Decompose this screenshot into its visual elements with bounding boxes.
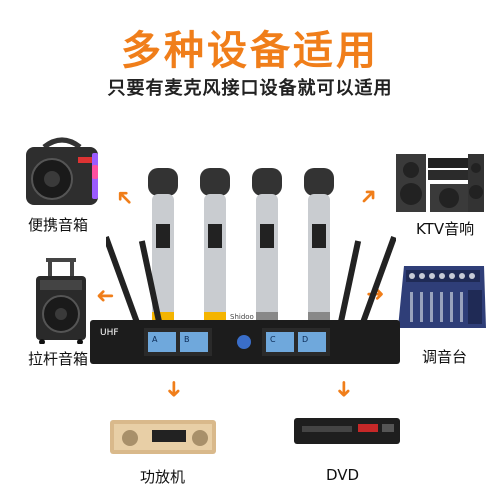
label-mixer: 调音台: [422, 348, 468, 366]
page-title: 多种设备适用: [121, 28, 379, 74]
dvd-player-image: [292, 410, 402, 450]
amplifier-image: [108, 414, 218, 458]
receiver-lcd-b: B: [184, 335, 190, 344]
label-amplifier: 功放机: [140, 468, 186, 486]
microphone-4-icon: [304, 168, 334, 320]
microphones-group: [144, 164, 344, 324]
microphone-1-icon: [148, 168, 178, 320]
antennas: [106, 224, 396, 334]
receiver-lcd-c: C: [270, 335, 276, 344]
portable-speaker-image: [22, 135, 102, 210]
receiver-brand-label: Shidoo: [230, 313, 254, 321]
receiver-unit: [90, 320, 400, 364]
receiver-uhf-label: UHF: [100, 328, 119, 338]
trolley-speaker-image: [30, 258, 92, 344]
arrow-up-left: ➜: [109, 181, 141, 213]
microphone-2-icon: [200, 168, 230, 320]
ktv-audio-image: [394, 148, 486, 214]
arrow-down-left: ➜: [161, 379, 187, 399]
microphone-3-icon: [252, 168, 282, 320]
label-trolley-speaker: 拉杆音箱: [28, 350, 89, 368]
label-dvd: DVD: [326, 466, 360, 484]
arrow-up-right: ➜: [353, 181, 385, 213]
page-subtitle: 只要有麦克风接口设备就可以适用: [107, 78, 393, 99]
label-ktv-audio: KTV音响: [416, 220, 475, 238]
receiver-lcd-a: A: [152, 335, 158, 344]
receiver-lcd-d: D: [302, 335, 309, 344]
label-portable-speaker: 便携音箱: [28, 216, 89, 234]
arrow-down-right: ➜: [331, 379, 357, 399]
mixer-image: [396, 262, 488, 334]
